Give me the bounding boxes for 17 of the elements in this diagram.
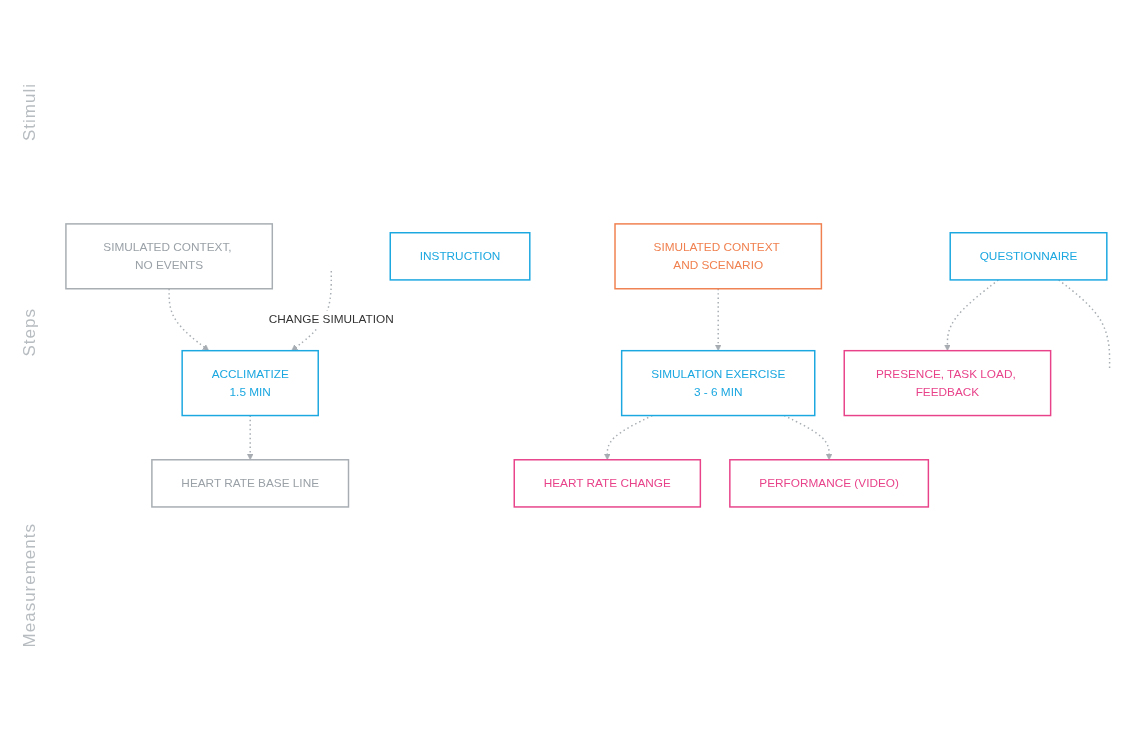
node-box: HEART RATE BASE LINE [151,459,350,508]
node-box: HEART RATE CHANGE [513,459,702,508]
node-box: INSTRUCTION [389,232,531,281]
arrow [714,288,722,352]
node-box: ACCLIMATIZE 1.5 MIN [181,350,319,417]
node-box: PRESENCE, TASK LOAD, FEEDBACK [843,350,1052,417]
row-label: Measurements [20,523,40,648]
arrow [168,288,209,352]
row-label: Stimuli [20,83,40,142]
row-label: Steps [20,308,40,357]
node-box: SIMULATION EXERCISE 3 - 6 MIN [620,350,816,417]
node-box: PERFORMANCE (VIDEO) [729,459,930,508]
node-box: SIMULATED CONTEXT AND SCENARIO [614,223,823,290]
arrow [291,270,332,352]
node-box: QUESTIONNAIRE [949,232,1108,281]
edge-label: CHANGE SIMULATION [268,313,394,326]
node-box: SIMULATED CONTEXT, NO EVENTS [65,223,274,290]
